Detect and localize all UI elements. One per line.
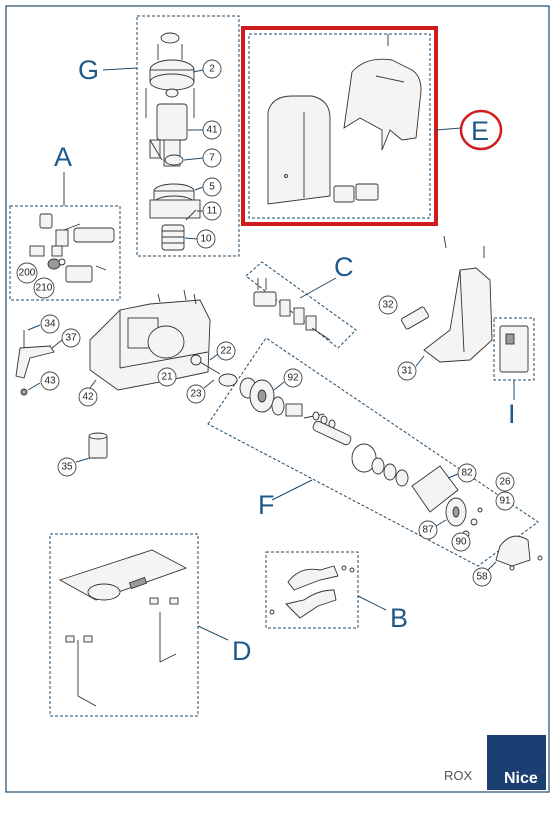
callout-41: 41	[188, 120, 222, 140]
group-c: C	[245, 252, 357, 349]
group-f-leader	[271, 479, 313, 501]
callout-26-label: 26	[499, 477, 511, 488]
callout-32: 32	[378, 295, 398, 315]
group-e-leader	[435, 127, 462, 131]
group-g-frame	[136, 15, 240, 257]
group-e-label-ring	[459, 109, 503, 151]
callout-210-label: 210	[36, 283, 53, 294]
loose-parts-left: 34 37 43	[15, 314, 81, 396]
callout-10-label: 10	[200, 234, 212, 245]
callout-90: 90	[451, 532, 471, 552]
callout-7-label: 7	[209, 153, 215, 164]
callout-92: 92	[273, 368, 303, 391]
callout-2: 2	[192, 59, 222, 79]
callout-21-label: 21	[161, 372, 173, 383]
callout-200: 200	[16, 262, 38, 284]
group-b: B	[265, 551, 408, 633]
callout-11: 11	[197, 201, 222, 221]
group-c-drawing	[253, 278, 331, 341]
group-a-drawing	[29, 213, 115, 283]
callout-58-label: 58	[476, 572, 488, 583]
callout-82: 82	[447, 463, 477, 483]
callout-31-label: 31	[401, 366, 413, 377]
callout-91: 91	[495, 491, 515, 511]
callout-35: 35	[57, 457, 91, 477]
callout-82-label: 82	[461, 468, 473, 479]
callout-42: 42	[78, 379, 98, 407]
group-c-leader	[299, 277, 337, 299]
callout-210: 210	[33, 277, 55, 299]
part-58: 58	[472, 535, 543, 587]
callout-31: 31	[397, 355, 425, 381]
group-label-c: C	[334, 252, 354, 282]
callout-22: 22	[209, 341, 236, 361]
callout-87-label: 87	[422, 525, 434, 536]
group-label-i: I	[508, 399, 516, 429]
group-d-leader	[197, 625, 229, 641]
group-label-d: D	[232, 636, 252, 666]
callout-26: 26	[495, 472, 515, 492]
group-label-a: A	[54, 142, 72, 172]
callout-5: 5	[194, 177, 222, 197]
group-e: E	[241, 26, 503, 226]
callout-21: 21	[157, 367, 177, 387]
callout-58: 58	[472, 561, 497, 587]
part-35: 35	[57, 432, 108, 477]
group-f-drawing	[239, 377, 483, 538]
group-label-b: B	[390, 603, 408, 633]
brand-logo: Nice	[487, 735, 546, 790]
group-d: D	[49, 533, 252, 717]
callout-23-label: 23	[190, 389, 202, 400]
highlight-box	[241, 26, 438, 226]
callout-41-label: 41	[206, 125, 218, 136]
callout-92-label: 92	[287, 373, 299, 384]
group-i: I	[493, 317, 535, 429]
base-housing: 42 21	[78, 289, 211, 407]
group-f: F 92	[207, 337, 539, 567]
group-g: G	[78, 15, 240, 257]
callout-43-label: 43	[44, 376, 56, 387]
callout-37: 37	[51, 328, 81, 349]
cover-drawing	[267, 34, 422, 205]
group-a-frame	[9, 205, 121, 301]
callout-200-label: 200	[19, 268, 36, 279]
group-b-leader	[357, 595, 387, 611]
callout-2-label: 2	[209, 64, 215, 75]
group-e-frame	[248, 33, 431, 219]
group-label-f: F	[258, 490, 275, 520]
brand-logo-bg	[487, 735, 546, 790]
callout-5-label: 5	[209, 182, 215, 193]
model-name: ROX	[444, 768, 473, 783]
callout-35-label: 35	[61, 462, 73, 473]
outer-frame	[5, 5, 550, 793]
callout-87: 87	[418, 519, 447, 540]
group-f-frame	[207, 337, 539, 567]
callout-7: 7	[183, 148, 222, 168]
group-g-leader	[102, 67, 138, 71]
callout-23: 23	[186, 379, 215, 404]
callout-42-label: 42	[82, 392, 94, 403]
parts-22-23: 22 23	[186, 341, 238, 404]
group-label-e: E	[471, 116, 489, 146]
callout-22-label: 22	[220, 346, 232, 357]
callout-32-label: 32	[382, 300, 394, 311]
callout-91-label: 91	[499, 496, 511, 507]
group-label-g: G	[78, 55, 99, 85]
callout-10: 10	[184, 229, 216, 249]
callout-34: 34	[27, 314, 60, 334]
callout-90-label: 90	[455, 537, 467, 548]
callout-43: 43	[27, 371, 60, 391]
control-housing: 32 31	[378, 235, 493, 381]
group-a: A 200 210	[9, 142, 121, 301]
brand-name: Nice	[504, 770, 538, 787]
callout-11-label: 11	[207, 206, 218, 217]
motor-stack-drawing	[145, 32, 201, 251]
callout-34-label: 34	[44, 319, 56, 330]
callout-37-label: 37	[65, 333, 77, 344]
group-b-frame	[265, 551, 359, 629]
